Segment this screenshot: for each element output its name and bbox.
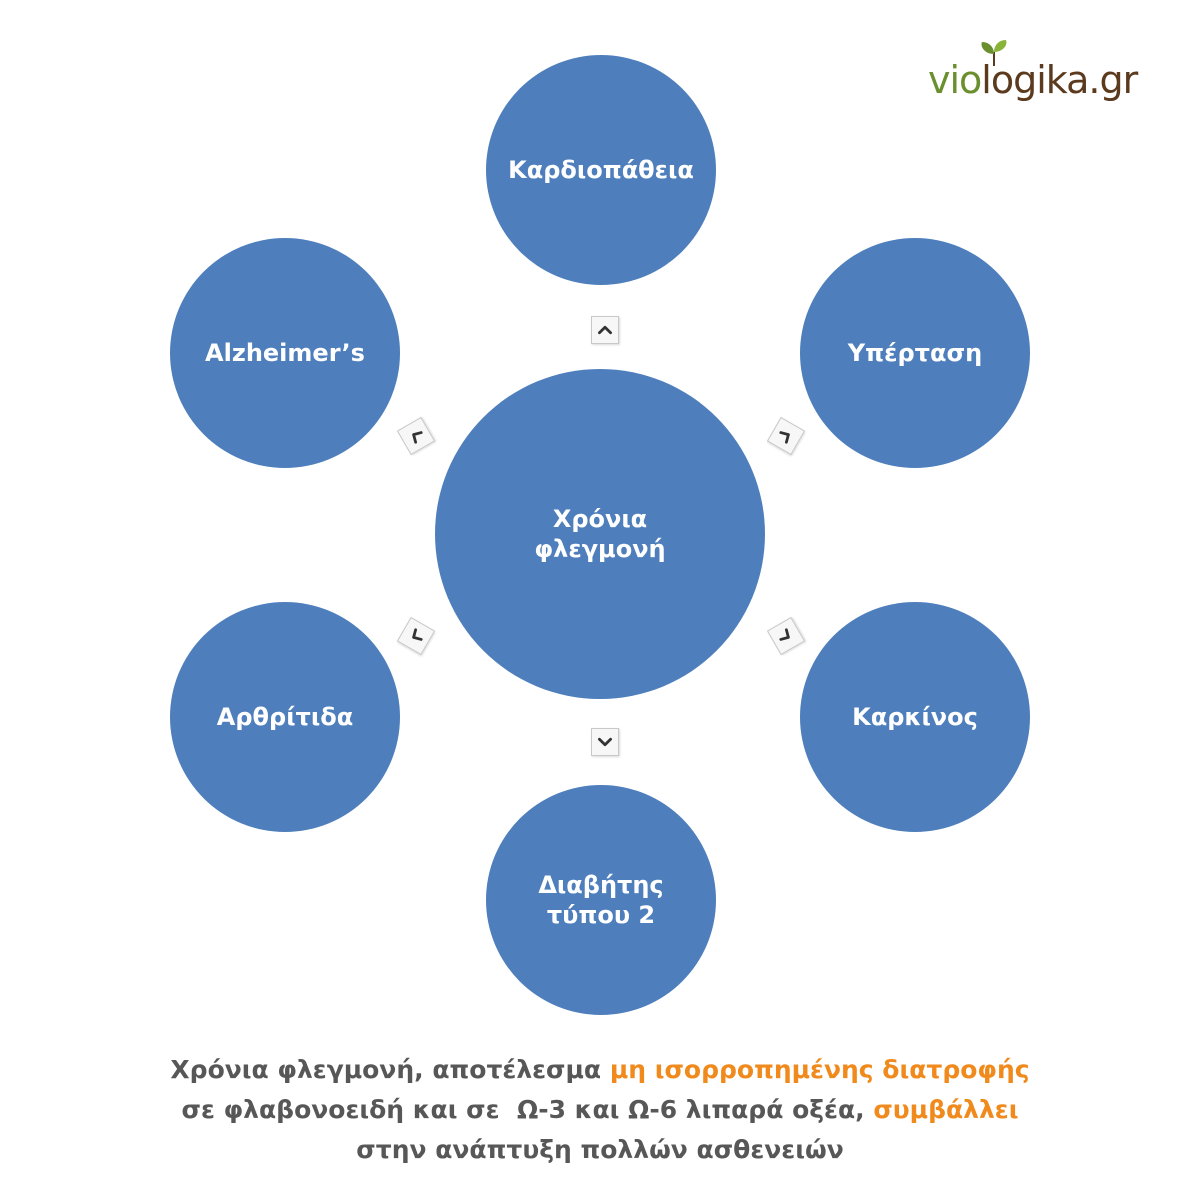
violgika-logo: viologika.gr [928, 40, 1168, 110]
logo-text-logika: logika.gr [981, 58, 1138, 102]
caption-line-3: στην ανάπτυξη πολλών ασθενειών [356, 1135, 844, 1164]
arrow-down-icon [591, 728, 619, 756]
caption-line-1-text: Χρόνια φλεγμονή, αποτέλεσμα [170, 1055, 610, 1084]
caption-line-2: σε φλαβονοειδή και σε Ω-3 και Ω-6 λιπαρά… [0, 1090, 1200, 1130]
node-bottom-left: Αρθρίτιδα [170, 602, 400, 832]
node-top-right: Υπέρταση [800, 238, 1030, 468]
node-top: Καρδιοπάθεια [486, 55, 716, 285]
caption-line-1: Χρόνια φλεγμονή, αποτέλεσμα μη ισορροπημ… [0, 1050, 1200, 1090]
node-bottom: Διαβήτης τύπου 2 [486, 785, 716, 1015]
sprout-leaf-icon [981, 40, 1007, 66]
arrow-down-right-icon [766, 616, 806, 656]
logo-text-vio: vio [928, 58, 982, 102]
arrow-down-left-icon [396, 616, 436, 656]
caption-line-2-text: σε φλαβονοειδή και σε Ω-3 και Ω-6 λιπαρά… [181, 1095, 874, 1124]
center-node: Χρόνια φλεγμονή [435, 369, 765, 699]
caption-line-1-highlight: μη ισορροπημένης διατροφής [609, 1055, 1030, 1084]
node-bottom-right-label: Καρκίνος [852, 703, 978, 731]
node-bottom-right: Καρκίνος [800, 602, 1030, 832]
node-top-left-label: Alzheimer’s [205, 339, 365, 367]
node-bottom-left-label: Αρθρίτιδα [216, 703, 354, 731]
center-node-label: Χρόνια φλεγμονή [534, 505, 666, 563]
arrow-up-icon [591, 316, 619, 344]
arrow-up-right-icon [766, 416, 806, 456]
caption-line-2-highlight: συμβάλλει [873, 1095, 1019, 1124]
node-top-right-label: Υπέρταση [847, 339, 983, 367]
node-top-left: Alzheimer’s [170, 238, 400, 468]
arrow-up-left-icon [396, 416, 436, 456]
node-bottom-label: Διαβήτης τύπου 2 [538, 871, 664, 929]
logo-text: viologika.gr [928, 58, 1138, 102]
caption: Χρόνια φλεγμονή, αποτέλεσμα μη ισορροπημ… [0, 1050, 1200, 1170]
node-top-label: Καρδιοπάθεια [508, 156, 694, 184]
